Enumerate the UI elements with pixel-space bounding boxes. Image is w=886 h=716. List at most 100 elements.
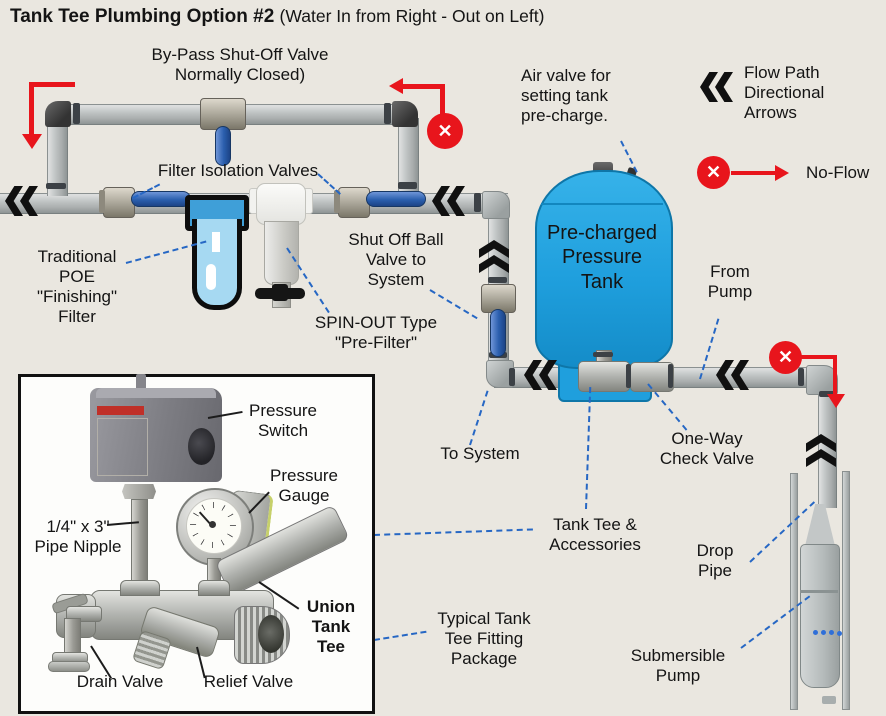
- system-shutoff-valve: [481, 284, 516, 313]
- red-arrow-segment: [833, 355, 837, 397]
- switch-spec-label: [97, 418, 148, 476]
- label-drain-valve: Drain Valve: [76, 672, 164, 691]
- elbow-bypass-left: [45, 101, 71, 127]
- flow-arrow-icon: [5, 186, 38, 216]
- pump-foot: [822, 696, 836, 704]
- gauge-hub: [209, 521, 216, 528]
- label-from-pump: From Pump: [707, 262, 753, 302]
- title-main: Tank Tee Plumbing Option #2: [10, 6, 275, 27]
- switch-top-face: [96, 388, 216, 398]
- pump-dot: [837, 631, 842, 636]
- label-submersible-pump: Submersible Pump: [630, 646, 726, 686]
- switch-warning-label: [97, 406, 144, 415]
- valve-handle: [215, 126, 231, 166]
- legend-flow-arrow-icon: [700, 72, 733, 102]
- label-pipe-nipple: 1/4" x 3" Pipe Nipple: [34, 517, 122, 557]
- filter-isolation-valve-right: [338, 187, 370, 218]
- pump-seam: [800, 590, 838, 593]
- pump-dot: [821, 630, 826, 635]
- pipe-joint: [488, 277, 507, 283]
- red-arrow-segment: [403, 84, 445, 89]
- red-arrow-right-icon: [775, 165, 789, 181]
- callout-line: [585, 387, 592, 510]
- pipe-joint: [626, 364, 631, 388]
- flow-arrow-up-icon: [806, 434, 836, 464]
- label-spin-out: SPIN-OUT Type "Pre-Filter": [314, 313, 438, 353]
- title-sub: (Water In from Right - Out on Left): [279, 6, 545, 26]
- switch-conduit: [136, 374, 146, 390]
- callout-line: [373, 528, 533, 536]
- tank-seam: [541, 203, 663, 205]
- red-arrow-segment: [801, 355, 837, 359]
- submersible-pump-body: [800, 544, 840, 688]
- well-casing-left: [790, 473, 798, 710]
- tee-switch-boss: [120, 580, 160, 596]
- red-arrow-left-icon: [389, 78, 403, 94]
- pump-dot: [813, 630, 818, 635]
- pipe-joint: [593, 352, 613, 357]
- elbow-main-right: [482, 191, 510, 219]
- red-arrow-down-icon: [827, 394, 845, 408]
- label-pressure-gauge: Pressure Gauge: [269, 466, 339, 506]
- pipe-nipple: [131, 499, 148, 589]
- tank-label: Pre-charged Pressure Tank: [546, 222, 658, 293]
- no-flow-x-icon: ✕: [769, 341, 802, 374]
- red-arrow-segment: [731, 171, 777, 175]
- flow-arrow-up-icon: [479, 240, 509, 270]
- callout-line: [469, 390, 489, 446]
- drain-valve-flange: [48, 661, 90, 672]
- label-typical-package: Typical Tank Tee Fitting Package: [437, 609, 531, 669]
- nipple-nut: [122, 484, 156, 499]
- red-arrow-segment: [29, 82, 75, 87]
- check-valve: [630, 362, 674, 392]
- label-pressure-switch: Pressure Switch: [248, 401, 318, 441]
- pipe-joint: [509, 368, 515, 386]
- label-poe-filter: Traditional POE "Finishing" Filter: [36, 247, 118, 327]
- spinout-valve-knob: [272, 284, 288, 301]
- red-arrow-down-icon: [22, 134, 42, 149]
- spinout-head: [256, 183, 306, 225]
- label-to-system: To System: [440, 444, 520, 463]
- label-bypass-valve: By-Pass Shut-Off Valve Normally Closed): [151, 45, 329, 85]
- pipe-joint: [668, 364, 673, 388]
- well-casing-right: [842, 471, 850, 710]
- callout-line: [373, 630, 427, 641]
- no-flow-x-icon: ✕: [427, 113, 463, 149]
- pipe-joint: [46, 183, 66, 189]
- legend-flow-path: Flow Path Directional Arrows: [744, 63, 825, 123]
- label-air-valve: Air valve for setting tank pre-charge.: [521, 66, 611, 126]
- legend-no-flow: No-Flow: [806, 163, 870, 182]
- label-union-tank-tee: Union Tank Tee: [306, 597, 356, 657]
- label-drop-pipe: Drop Pipe: [696, 541, 734, 581]
- red-arrow-segment: [29, 82, 34, 136]
- label-relief-valve: Relief Valve: [203, 672, 294, 691]
- valve-handle: [490, 309, 506, 357]
- flow-arrow-icon: [716, 360, 749, 390]
- flow-arrow-icon: [524, 360, 557, 390]
- bypass-right-leg: [398, 118, 419, 198]
- pump-dot: [829, 630, 834, 635]
- filter-isolation-valve-left: [103, 187, 135, 218]
- flow-arrow-icon: [432, 186, 465, 216]
- poe-filter-highlight: [212, 232, 220, 252]
- switch-conduit-hole: [188, 428, 215, 465]
- elbow-bypass-right: [392, 101, 418, 127]
- valve-cap: [334, 190, 340, 213]
- tank-tee-fitting: [578, 361, 630, 392]
- valve-handle: [366, 191, 426, 207]
- legend-no-flow-x-icon: ✕: [697, 156, 730, 189]
- label-shut-off-valve: Shut Off Ball Valve to System: [348, 230, 444, 290]
- spinout-body: [264, 221, 299, 285]
- tee-gauge-boss: [198, 580, 230, 596]
- pipe-joint: [384, 103, 391, 124]
- label-check-valve: One-Way Check Valve: [659, 429, 755, 469]
- outlet-opening: [258, 615, 284, 653]
- label-filter-isolation: Filter Isolation Valves: [157, 161, 319, 180]
- pump-taper: [805, 504, 835, 546]
- label-tank-tee: Tank Tee & Accessories: [549, 515, 641, 555]
- pipe-joint: [398, 182, 417, 189]
- pipe-joint: [474, 193, 481, 212]
- pipe-joint: [73, 103, 80, 124]
- valve-cap: [99, 190, 105, 213]
